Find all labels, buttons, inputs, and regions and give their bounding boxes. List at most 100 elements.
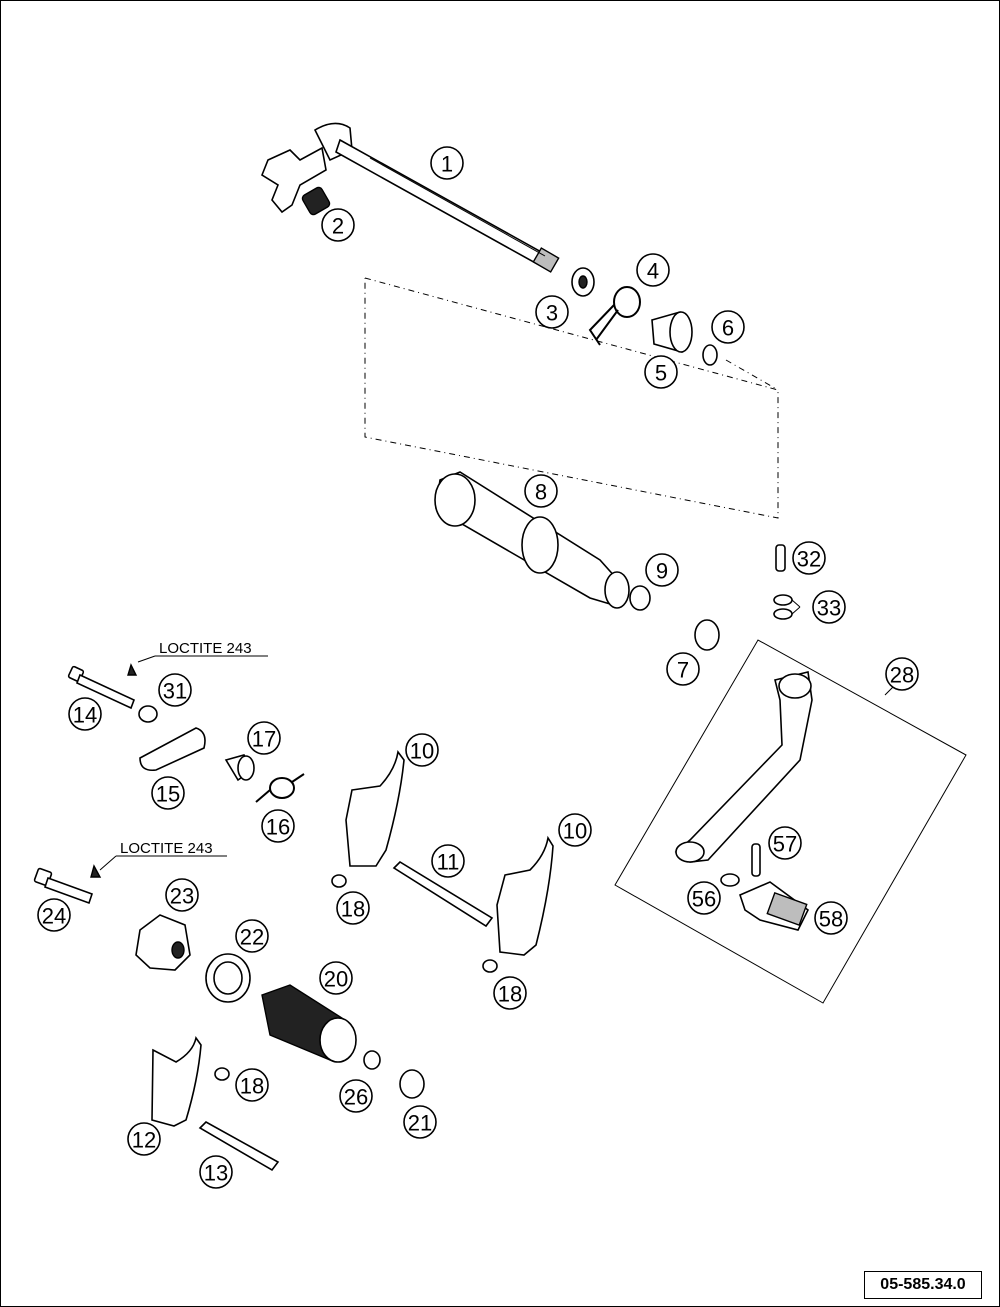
part-pedal-tip (739, 881, 810, 931)
callout-26: 23 (165, 878, 199, 912)
callout-9: 33 (812, 590, 846, 624)
callout-33: 13 (199, 1155, 233, 1189)
callout-number: 4 (647, 259, 659, 284)
callout-number: 18 (498, 982, 522, 1007)
callout-18: 10 (558, 813, 592, 847)
callout-number: 3 (546, 301, 558, 326)
part-rod-11 (392, 860, 494, 928)
part-bushing-7 (694, 619, 720, 651)
callout-29: 18 (235, 1068, 269, 1102)
drawing-reference-code: 05-585.34.0 (864, 1271, 982, 1299)
callout-23: 56 (687, 881, 721, 915)
callout-22: 18 (493, 976, 527, 1010)
part-roller-17 (224, 754, 255, 782)
callout-number: 56 (692, 887, 716, 912)
assembly-dash-outline (364, 277, 779, 519)
callout-number: 10 (410, 739, 434, 764)
part-bushing (651, 311, 693, 353)
callout-7: 9 (645, 553, 679, 587)
loctite-drop (90, 864, 102, 878)
callout-2: 3 (535, 295, 569, 329)
callout-number: 26 (344, 1085, 368, 1110)
callout-8: 32 (792, 541, 826, 575)
part-washer-26 (363, 1050, 381, 1070)
callout-number: 58 (819, 907, 843, 932)
callout-10: 7 (666, 652, 700, 686)
part-bearing-21 (399, 1069, 425, 1099)
part-bearing-22 (205, 953, 251, 1003)
part-retaining-clip (588, 286, 641, 346)
loctite-drop (127, 663, 138, 676)
callout-21: 18 (336, 891, 370, 925)
loctite-note: LOCTITE 243 (159, 640, 252, 657)
callout-25: 24 (37, 898, 71, 932)
callout-number: 1 (441, 152, 453, 177)
part-shift-lever (674, 671, 813, 863)
callout-number: 7 (677, 658, 689, 683)
callout-5: 6 (711, 310, 745, 344)
callout-1: 2 (321, 208, 355, 242)
callout-number: 17 (252, 727, 276, 752)
callout-number: 20 (324, 967, 348, 992)
part-spring-16 (255, 773, 305, 803)
part-fork-10a (345, 750, 405, 867)
loctite-note: LOCTITE 243 (120, 840, 213, 857)
callout-number: 22 (240, 925, 264, 950)
callout-number: 57 (773, 832, 797, 857)
part-shift-cam (135, 914, 191, 971)
part-shaft-sleeve (434, 471, 630, 609)
part-screw-32 (775, 544, 786, 572)
callout-13: 14 (68, 697, 102, 731)
callout-6: 8 (524, 474, 558, 508)
callout-number: 18 (240, 1074, 264, 1099)
callout-number: 13 (204, 1161, 228, 1186)
callout-20: 57 (768, 826, 802, 860)
callout-30: 26 (339, 1079, 373, 1113)
callout-14: 15 (151, 776, 185, 810)
callout-4: 5 (644, 355, 678, 389)
part-washer-33b (773, 608, 793, 620)
part-bolt-14 (67, 665, 136, 710)
part-fork-12 (151, 1036, 202, 1127)
callout-number: 33 (817, 596, 841, 621)
callout-number: 32 (797, 547, 821, 572)
part-rod-13 (198, 1121, 280, 1172)
part-lever-15 (139, 727, 206, 772)
callout-0: 1 (430, 146, 464, 180)
part-spring (301, 186, 331, 216)
callout-3: 4 (636, 253, 670, 287)
assembly-dash-link (725, 359, 779, 391)
callout-27: 22 (235, 919, 269, 953)
callout-number: 2 (332, 214, 344, 239)
part-fork-10b (496, 835, 554, 956)
part-roller-18a (331, 874, 347, 888)
callout-15: 17 (247, 721, 281, 755)
callout-number: 6 (722, 316, 734, 341)
callout-number: 16 (266, 815, 290, 840)
callout-number: 5 (655, 361, 667, 386)
part-washer-31 (138, 705, 158, 723)
callout-number: 31 (163, 679, 187, 704)
callout-number: 28 (890, 663, 914, 688)
callout-28: 20 (319, 961, 353, 995)
part-roller-18c (214, 1067, 230, 1081)
callout-number: 10 (563, 819, 587, 844)
callout-16: 16 (261, 809, 295, 843)
part-bolt-24 (33, 867, 94, 905)
callout-number: 12 (132, 1128, 156, 1153)
callout-number: 18 (341, 897, 365, 922)
part-washer-33a (773, 594, 793, 606)
callout-19: 11 (431, 844, 465, 878)
callout-number: 14 (73, 703, 97, 728)
part-shift-drum (261, 984, 357, 1063)
callout-12: 31 (158, 673, 192, 707)
part-clip-56 (720, 873, 740, 887)
callout-number: 11 (437, 850, 460, 875)
part-pin-57 (751, 843, 761, 877)
part-ring-9 (629, 585, 651, 611)
callout-31: 21 (403, 1105, 437, 1139)
callout-number: 9 (656, 559, 668, 584)
part-roller-18b (482, 959, 498, 973)
callout-number: 15 (156, 782, 180, 807)
callout-17: 10 (405, 733, 439, 767)
